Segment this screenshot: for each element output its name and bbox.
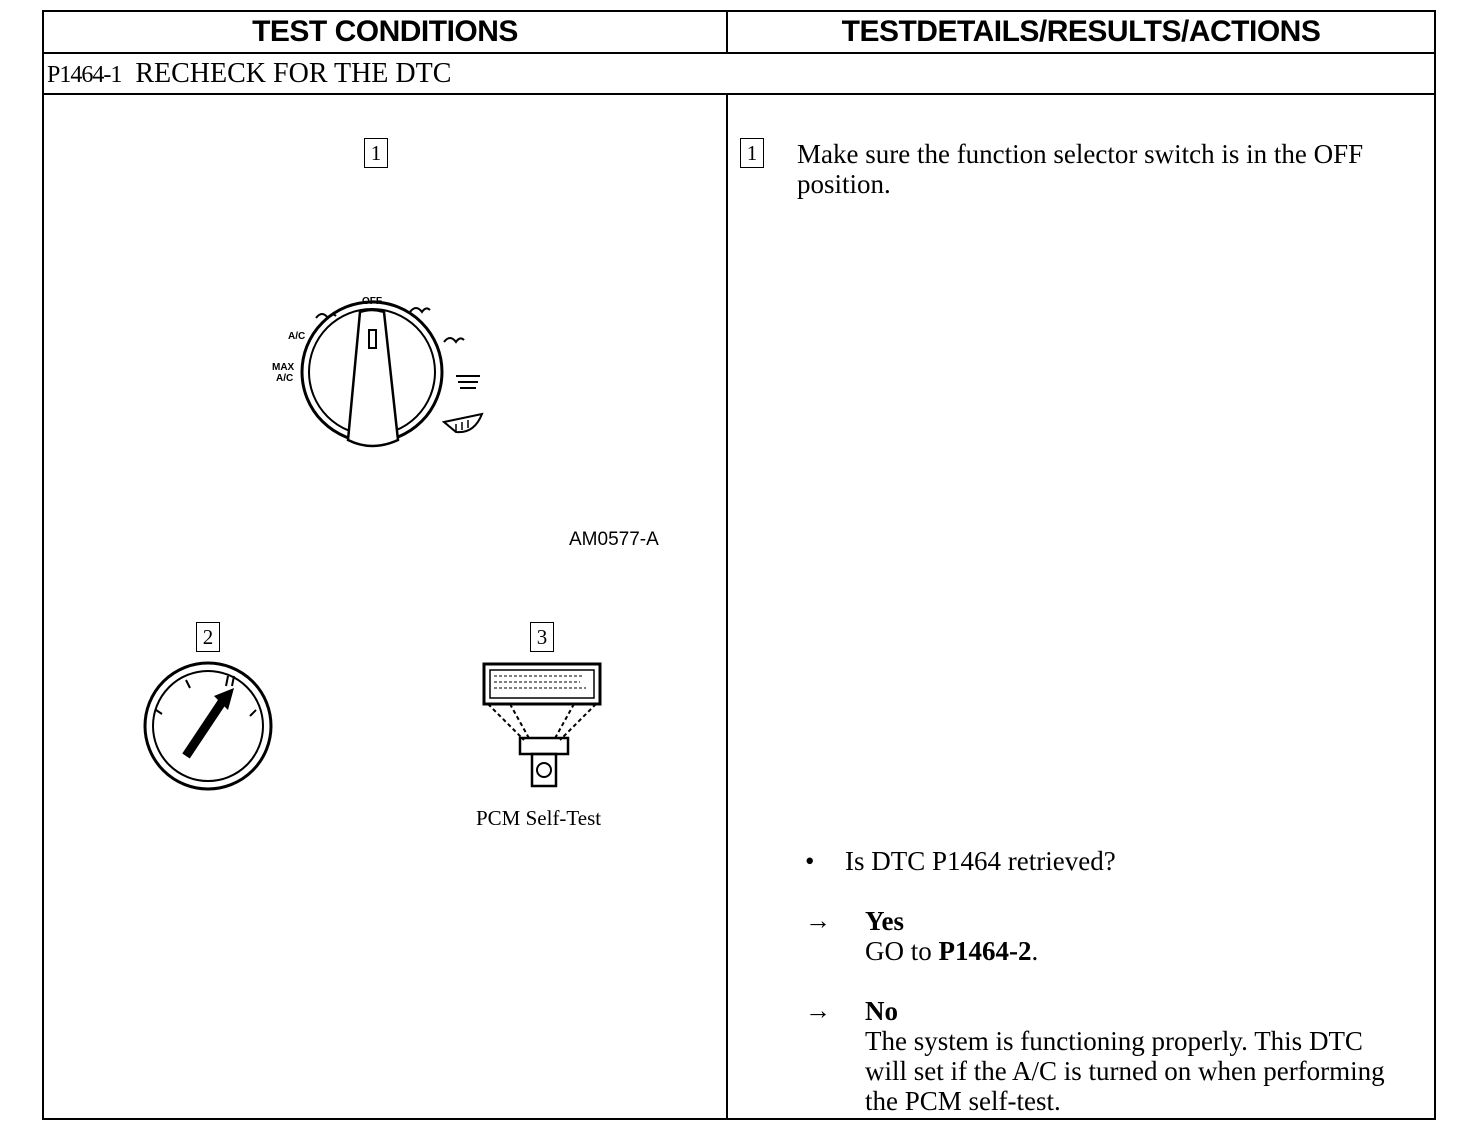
no-label: No <box>865 996 898 1026</box>
step-title: P1464-1 RECHECK FOR THE DTC <box>47 58 451 90</box>
header-test-conditions: TEST CONDITIONS <box>252 15 518 48</box>
step-divider <box>42 93 1436 95</box>
knob-label-ac: A/C <box>288 331 306 342</box>
instruction-text: Make sure the function selector switch i… <box>797 139 1364 199</box>
column-divider <box>726 93 728 1120</box>
yes-arrow: → <box>805 906 831 935</box>
details-step-box-1: 1 <box>740 138 764 168</box>
table-frame <box>42 10 1436 1120</box>
knob-label-max: MAX <box>272 362 295 373</box>
scan-tool-icon <box>482 662 602 788</box>
yes-action-suffix: . <box>1031 936 1039 966</box>
knob-label-max-ac: A/C <box>276 373 294 384</box>
yes-action: GO to P1464-2. <box>865 936 1038 966</box>
yes-action-link[interactable]: P1464-2 <box>938 936 1032 966</box>
step-heading: RECHECK FOR THE DTC <box>135 58 452 89</box>
step-box-1: 1 <box>364 138 388 168</box>
knob-label-off: OFF <box>362 296 382 307</box>
no-arrow: → <box>805 996 831 1025</box>
figure-id: AM0577-A <box>569 529 659 550</box>
bullet: • <box>805 846 815 876</box>
ignition-key-icon <box>143 661 273 791</box>
header-divider <box>42 52 1436 54</box>
selector-knob-illustration <box>300 300 484 448</box>
step-box-2: 2 <box>196 622 220 652</box>
yes-label: Yes <box>865 906 904 936</box>
question-text: Is DTC P1464 retrieved? <box>845 846 1116 876</box>
no-action-text: The system is functioning properly. This… <box>865 1026 1385 1116</box>
header-test-details: TESTDETAILS/RESULTS/ACTIONS <box>841 15 1321 48</box>
yes-action-prefix: GO to <box>865 936 939 966</box>
pcm-self-test-caption: PCM Self-Test <box>476 806 602 830</box>
step-code: P1464-1 <box>47 62 122 88</box>
step-box-3: 3 <box>530 622 554 652</box>
column-divider-top <box>726 10 728 54</box>
